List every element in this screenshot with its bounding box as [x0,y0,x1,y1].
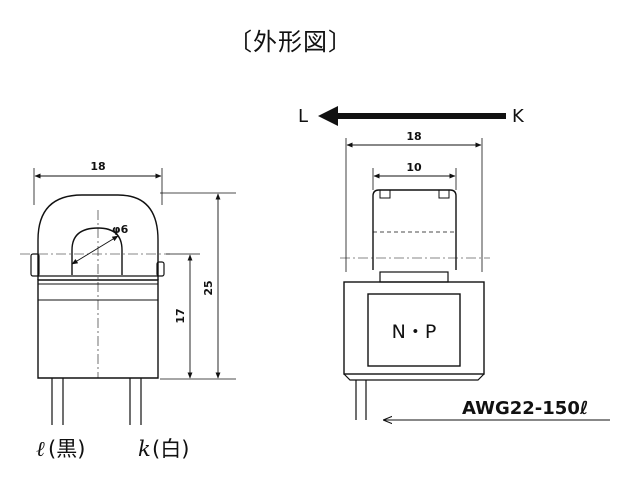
left-width-dim: 18 [90,160,105,173]
terminal-k-color: (白) [152,437,189,461]
right-view: L K 18 10 N・P AWG22-150ℓ [298,106,610,420]
inner-width-dim: 10 [406,161,422,174]
height-17-dim: 17 [174,308,187,323]
terminal-l-symbol: ℓ [36,437,45,461]
height-25-dim: 25 [202,280,215,295]
wire-spec: AWG22-150ℓ [462,398,588,419]
direction-l-label: L [298,106,308,127]
marking-label-box [367,293,461,367]
hole-diameter-dim: φ6 [112,223,129,236]
left-view: 18 φ6 25 17 ℓ (黒) [20,160,236,461]
page-title: 〔外形図〕 [228,28,353,56]
marking-label: N・P [392,321,437,343]
right-body [343,281,485,375]
body-lower [37,279,159,379]
terminal-l-color: (黒) [48,437,85,461]
terminal-k-symbol: k [138,437,151,461]
clamp-upper-outer [37,194,159,280]
right-width-dim: 18 [406,130,421,143]
direction-k-label: K [512,106,525,127]
